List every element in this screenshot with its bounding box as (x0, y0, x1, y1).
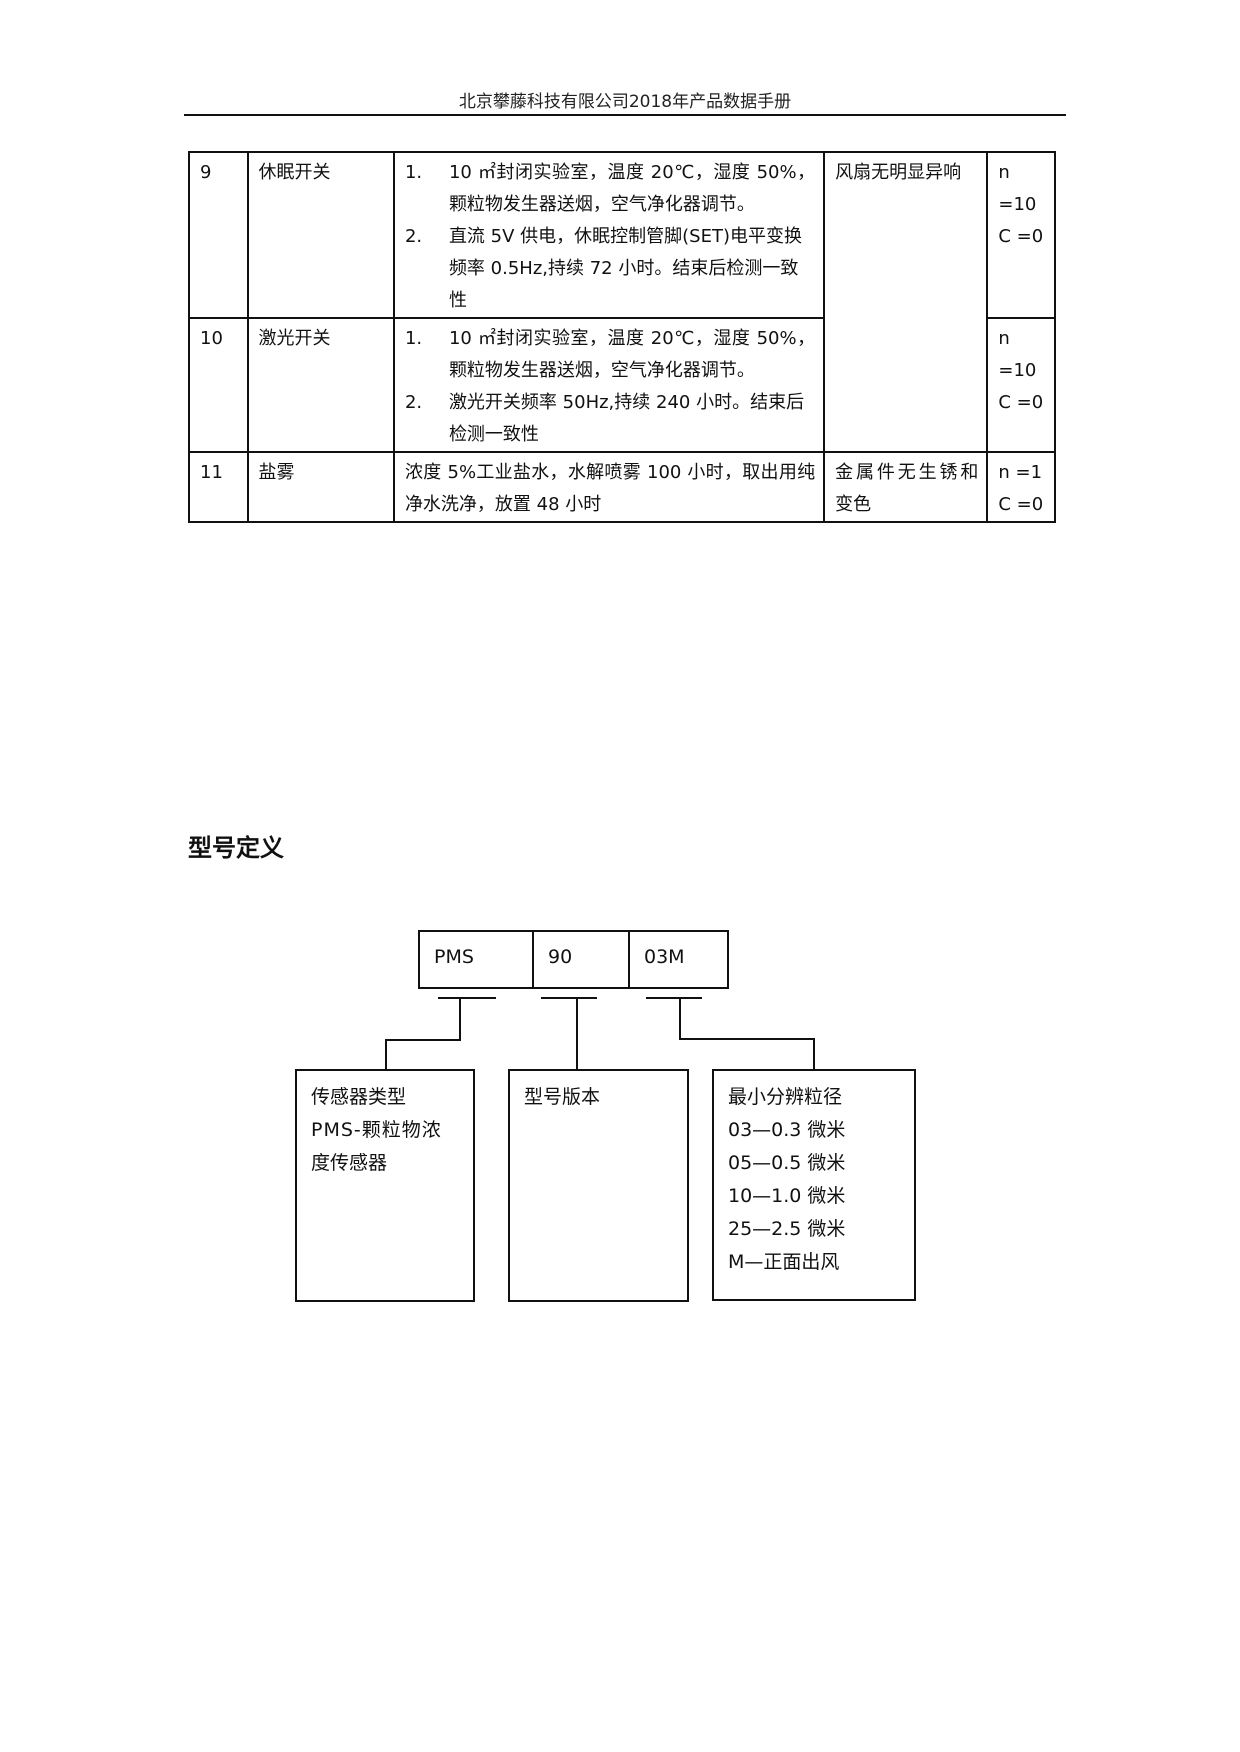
method-step: 1. 10 ㎡封闭实验室，温度 20℃，湿度 50%，颗粒物发生器送烟，空气净化… (405, 323, 815, 387)
step-text: 10 ㎡封闭实验室，温度 20℃，湿度 50%，颗粒物发生器送烟，空气净化器调节… (448, 162, 816, 215)
table-row: 10 激光开关 1. 10 ㎡封闭实验室，温度 20℃，湿度 50%，颗粒物发生… (188, 317, 1056, 453)
box-line: 最小分辨粒径 (728, 1086, 843, 1108)
sample-size: n =10 C =0 (986, 317, 1056, 453)
step-number: 1. (404, 162, 423, 183)
connector-drop (813, 1038, 815, 1070)
test-number: 10 (188, 317, 249, 453)
step-number: 2. (404, 392, 423, 413)
step-number: 2. (404, 226, 423, 247)
step-text: 直流 5V 供电，休眠控制管脚(SET)电平变换频率 0.5Hz,持续 72 小… (448, 226, 802, 311)
page-header: 北京攀藤科技有限公司2018年产品数据手册 (458, 92, 792, 112)
test-method: 1. 10 ㎡封闭实验室，温度 20℃，湿度 50%，颗粒物发生器送烟，空气净化… (392, 151, 826, 319)
connector-underline (438, 997, 496, 999)
test-item: 休眠开关 (246, 151, 395, 319)
method-step: 1. 10 ㎡封闭实验室，温度 20℃，湿度 50%，颗粒物发生器送烟，空气净化… (405, 157, 815, 221)
model-version-box: 型号版本 (508, 1069, 689, 1302)
sample-c: C =0 (998, 392, 1044, 413)
connector-drop (385, 1039, 387, 1070)
box-line: 05—0.5 微米 (728, 1152, 846, 1174)
header-rule (184, 114, 1066, 116)
sample-c: C =0 (998, 226, 1044, 247)
code-divider (532, 932, 534, 987)
table-row: 9 休眠开关 1. 10 ㎡封闭实验室，温度 20℃，湿度 50%，颗粒物发生器… (188, 151, 1056, 453)
sample-size: n =1 C =0 (986, 451, 1056, 523)
test-table: 9 休眠开关 1. 10 ㎡封闭实验室，温度 20℃，湿度 50%，颗粒物发生器… (188, 151, 1056, 523)
sample-n: n =10 (998, 162, 1037, 215)
step-text: 激光开关频率 50Hz,持续 240 小时。结束后检测一致性 (448, 392, 805, 445)
connector-stem (679, 997, 681, 1039)
connector-bar (679, 1038, 815, 1040)
box-line: 25—2.5 微米 (728, 1218, 846, 1240)
model-code-box: PMS 90 03M (418, 930, 729, 989)
particle-size-box: 最小分辨粒径 03—0.3 微米 05—0.5 微米 10—1.0 微米 25—… (712, 1069, 916, 1301)
test-item: 盐雾 (246, 451, 395, 523)
box-line: 03—0.3 微米 (728, 1119, 846, 1141)
step-number: 1. (404, 328, 423, 349)
sample-n: n =1 (998, 462, 1043, 483)
connector-underline (541, 997, 597, 999)
box-line: 10—1.0 微米 (728, 1185, 846, 1207)
box-line: PMS-颗粒物浓 (311, 1119, 442, 1141)
section-title: 型号定义 (188, 834, 284, 862)
box-line: 型号版本 (524, 1086, 601, 1108)
sensor-type-box: 传感器类型 PMS-颗粒物浓 度传感器 (295, 1069, 475, 1302)
test-method: 浓度 5%工业盐水，水解喷雾 100 小时，取出用纯净水洗净，放置 48 小时 (392, 451, 826, 523)
connector-bar (385, 1039, 461, 1041)
step-text: 10 ㎡封闭实验室，温度 20℃，湿度 50%，颗粒物发生器送烟，空气净化器调节… (448, 328, 816, 381)
box-line: 传感器类型 (311, 1086, 407, 1108)
connector-stem (459, 997, 461, 1040)
method-step: 2. 直流 5V 供电，休眠控制管脚(SET)电平变换频率 0.5Hz,持续 7… (405, 221, 815, 317)
test-number: 11 (188, 451, 249, 523)
box-line: 度传感器 (311, 1152, 388, 1174)
table-row: 11 盐雾 浓度 5%工业盐水，水解喷雾 100 小时，取出用纯净水洗净，放置 … (188, 451, 1056, 523)
code-prefix: PMS (434, 946, 474, 968)
method-step: 2. 激光开关频率 50Hz,持续 240 小时。结束后检测一致性 (405, 387, 815, 451)
sample-n: n =10 (998, 328, 1037, 381)
box-line: M—正面出风 (728, 1251, 840, 1273)
test-number: 9 (188, 151, 249, 319)
code-divider (628, 932, 630, 987)
test-item: 激光开关 (246, 317, 395, 453)
connector-underline (646, 997, 702, 999)
connector-stem (576, 997, 578, 1070)
sample-c: C =0 (998, 494, 1044, 515)
test-criteria: 风扇无明显异响 (823, 151, 989, 453)
sample-size: n =10 C =0 (986, 151, 1056, 319)
code-version: 90 (548, 946, 573, 968)
code-suffix: 03M (644, 946, 685, 968)
test-criteria: 金属件无生锈和变色 (823, 451, 989, 523)
test-method: 1. 10 ㎡封闭实验室，温度 20℃，湿度 50%，颗粒物发生器送烟，空气净化… (392, 317, 826, 453)
